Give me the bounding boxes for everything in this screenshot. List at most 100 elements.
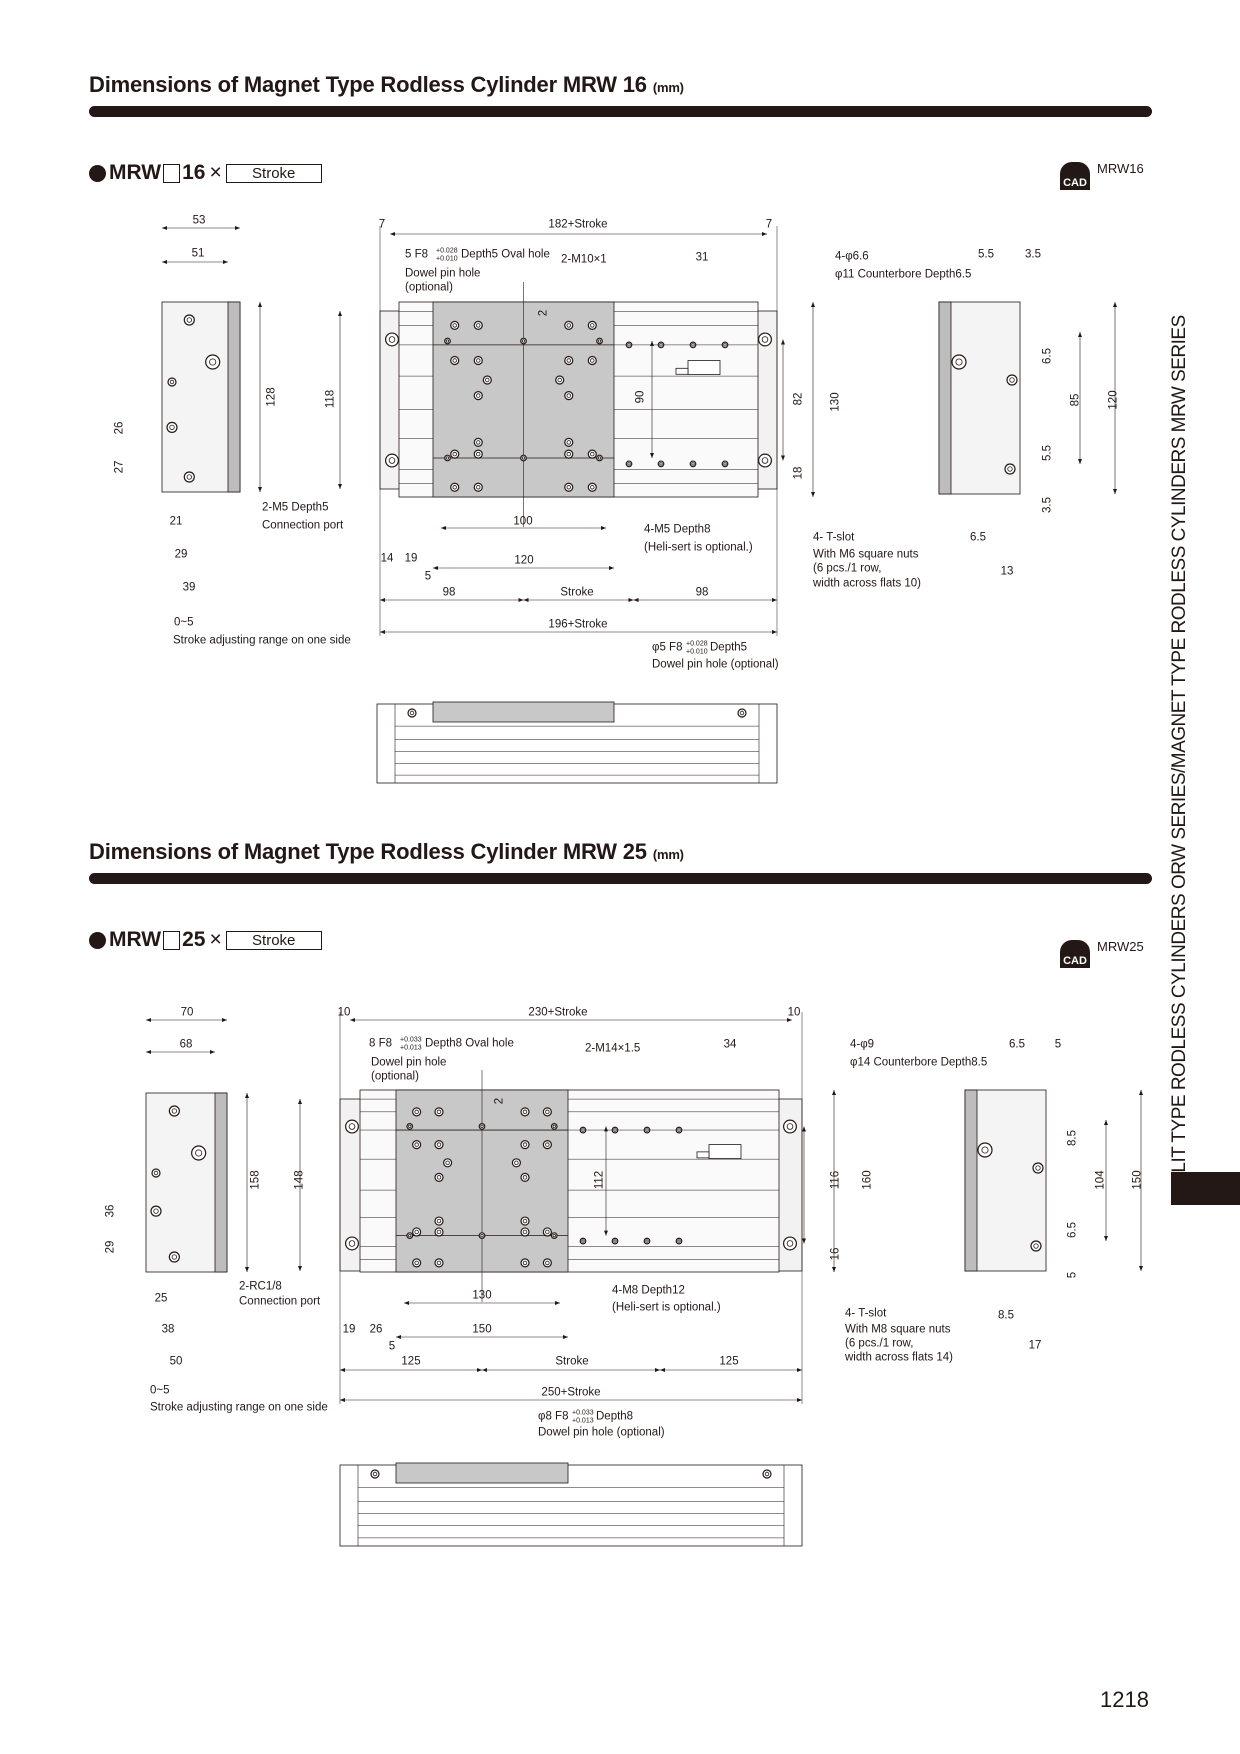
nut-icon [579, 1126, 587, 1134]
dimension-label: Stroke adjusting range on one side [173, 634, 351, 647]
hole-icon [166, 421, 178, 433]
dimension-label: 26 [113, 421, 126, 435]
tolerance-label: +0.010 [436, 255, 458, 263]
hole-icon [1033, 1243, 1039, 1249]
tapped-hole-icon [587, 355, 597, 366]
dimension-label: 100 [513, 515, 533, 528]
hole-icon [150, 1205, 162, 1217]
dimension-label: 98 [695, 586, 709, 599]
tapped-hole-icon [434, 1227, 444, 1237]
tapped-hole-icon [414, 1229, 419, 1235]
nut-icon [659, 462, 663, 466]
dimension-label: 31 [695, 251, 709, 264]
dimension-label: 150 [1131, 1170, 1144, 1190]
tapped-hole-icon [434, 1107, 444, 1117]
dimension-label: Stroke adjusting range on one side [150, 1401, 328, 1414]
dimension-label: φ8 F8 [538, 1410, 569, 1423]
dowel-hole-icon [406, 1232, 414, 1239]
tapped-hole-icon [590, 358, 595, 363]
end-plate [964, 1089, 978, 1272]
nut-icon [677, 1128, 681, 1132]
dowel-hole-icon [552, 1233, 556, 1238]
tapped-hole-icon [542, 1258, 552, 1268]
dimension-label: 2 [493, 1097, 506, 1105]
tapped-hole-icon [545, 1142, 550, 1147]
dimension-label: 4-M5 Depth8 [644, 523, 711, 536]
dimension-label: 21 [169, 515, 183, 528]
slider-side [395, 1462, 569, 1484]
page-number: 1218 [1100, 1687, 1149, 1712]
cad-icon[interactable]: CAD [1060, 940, 1090, 968]
cad-icon[interactable]: CAD [1060, 162, 1090, 190]
dimension-label: 104 [1094, 1170, 1107, 1190]
dimension-label: (6 pcs./1 row, [813, 562, 882, 575]
dimension-label: 27 [113, 460, 126, 474]
dimension-label: 10 [337, 1006, 351, 1019]
dimension-label: 70 [180, 1006, 194, 1019]
mounting-hole-icon [348, 1123, 356, 1130]
dimension-label: 5 F8 [405, 248, 429, 261]
dowel-hole-icon [552, 1124, 556, 1129]
dimension-label: 7 [378, 218, 386, 231]
nut-icon [689, 460, 697, 468]
dimension-label: 6.5 [1066, 1222, 1079, 1238]
dimension-label: Dowel pin hole [405, 267, 481, 280]
nut-icon [627, 343, 631, 347]
dimension-label: 196+Stroke [548, 618, 608, 631]
side-series-title: SLIT TYPE RODLESS CYLINDERS ORW SERIES/M… [1169, 315, 1190, 1185]
switch-lead [675, 367, 689, 375]
nut-icon [691, 343, 695, 347]
dimension-label: 29 [174, 548, 188, 561]
hole-icon [1004, 463, 1016, 475]
tapped-hole-icon [520, 1258, 530, 1268]
dowel-hole-icon [408, 1124, 412, 1129]
dimension-label: 36 [104, 1204, 117, 1218]
dimension-label: 5 [388, 1340, 396, 1353]
nut-icon [613, 1239, 617, 1243]
dimension-label: 130 [829, 392, 842, 412]
nut-icon [645, 1128, 649, 1132]
tapped-hole-icon [473, 391, 483, 401]
model-prefix: MRW [109, 928, 162, 951]
dimension-label: 5.5 [978, 248, 994, 261]
hole-icon [762, 1469, 772, 1479]
nut-icon [721, 460, 729, 468]
cad-model-label[interactable]: MRW25 [1097, 939, 1144, 954]
tapped-hole-icon [542, 1107, 552, 1117]
hole-icon [186, 317, 192, 323]
mounting-hole-icon [345, 1236, 360, 1251]
dowel-hole-icon [597, 339, 602, 343]
option-box [163, 930, 181, 950]
dimension-label: (Heli-sert is optional.) [612, 1301, 721, 1314]
dimension-label: 34 [723, 1038, 737, 1051]
hole-icon [183, 314, 195, 326]
dimension-label: 130 [472, 1289, 492, 1302]
tapped-hole-icon [482, 375, 492, 385]
tapped-hole-icon [450, 482, 460, 492]
tapped-hole-icon [511, 1158, 522, 1168]
tapped-hole-icon [520, 1139, 530, 1150]
dowel-hole-icon [444, 454, 451, 462]
tapped-hole-icon [414, 1142, 419, 1147]
tapped-hole-icon [522, 1175, 528, 1180]
dimension-label: 7 [765, 218, 773, 231]
tapped-hole-icon [566, 485, 571, 490]
dimension-label: 10 [787, 1006, 801, 1019]
dimension-label: With M8 square nuts [845, 1323, 951, 1336]
mounting-hole-icon [782, 1236, 797, 1251]
hole-icon [1009, 377, 1015, 383]
dowel-hole-icon [520, 454, 527, 462]
model-size: 25 [182, 928, 206, 951]
dimension-label: 150 [472, 1323, 492, 1336]
tapped-hole-icon [566, 393, 571, 398]
nut-icon [659, 343, 663, 347]
tapped-hole-icon [412, 1227, 422, 1237]
tolerance-label: +0.010 [686, 648, 708, 656]
dimension-label: 19 [404, 552, 418, 565]
dimension-label: 0~5 [150, 1384, 170, 1397]
dimension-label: 8.5 [998, 1309, 1014, 1322]
tapped-hole-icon [436, 1175, 442, 1180]
cad-model-label[interactable]: MRW16 [1097, 161, 1144, 176]
